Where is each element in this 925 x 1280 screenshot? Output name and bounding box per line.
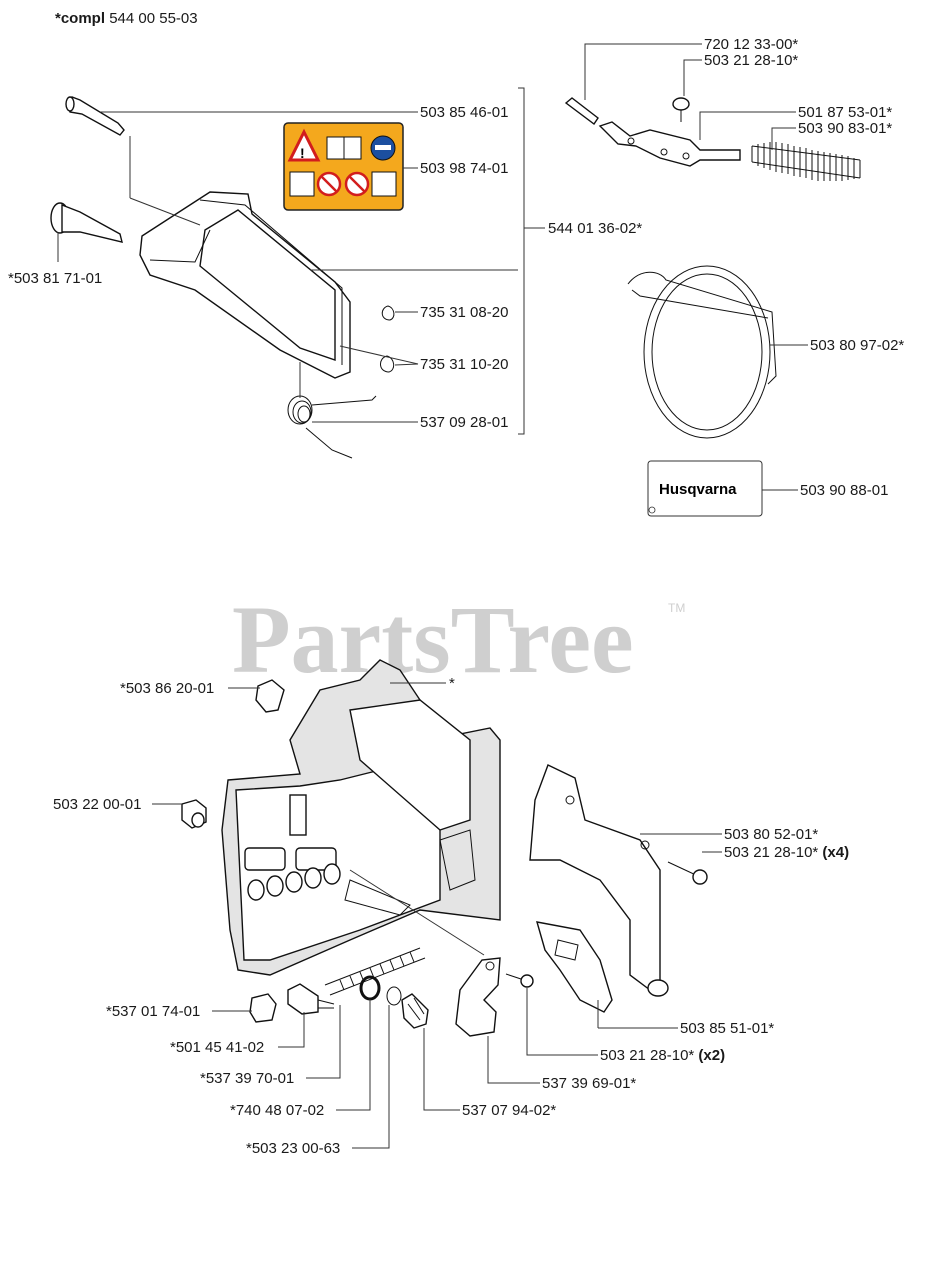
torsion-spring-icon [287, 395, 377, 459]
guard-screw-icon [667, 861, 708, 885]
operator-stance-icon [371, 171, 397, 197]
leader-lines-upper-left [57, 87, 545, 435]
part-number-503-81-71-01[interactable]: *503 81 71-01 [8, 270, 102, 287]
adjuster-screw-icon [249, 947, 426, 1023]
part-number-735-31-10-20[interactable]: 735 31 10-20 [420, 356, 508, 373]
gear-icon [401, 993, 429, 1029]
part-number-503-21-28-10-x4[interactable]: 503 21 28-10* (x4) [724, 844, 849, 861]
part-number-740-48-07-02[interactable]: *740 48 07-02 [230, 1102, 324, 1119]
part-number-537-39-70-01[interactable]: *537 39 70-01 [200, 1070, 294, 1087]
part-number-503-85-51-01[interactable]: 503 85 51-01* [680, 1020, 774, 1037]
bar-stud-bracket-icon [455, 957, 501, 1037]
brake-lever-icon [598, 121, 741, 167]
kickback-icon [289, 171, 315, 197]
pivot-pin-part-icon [50, 202, 123, 243]
safety-decal: ! [283, 122, 404, 211]
part-number-537-01-74-01[interactable]: *537 01 74-01 [106, 1003, 200, 1020]
part-number-503-23-00-63[interactable]: *503 23 00-63 [246, 1140, 340, 1157]
part-number-503-22-00-01[interactable]: 503 22 00-01 [53, 796, 141, 813]
part-number-537-09-28-01[interactable]: 537 09 28-01 [420, 414, 508, 431]
part-number-501-87-53-01[interactable]: 501 87 53-01* [798, 104, 892, 121]
side-guard-icon [529, 764, 669, 997]
oring-icon [359, 975, 381, 1001]
part-number-503-85-46-01[interactable]: 503 85 46-01 [420, 104, 508, 121]
warning-triangle-icon [287, 128, 321, 162]
part-number-503-90-88-01[interactable]: 503 90 88-01 [800, 482, 888, 499]
cover-clip-icon [255, 679, 285, 713]
part-number-503-98-74-01[interactable]: 503 98 74-01 [420, 160, 508, 177]
registration-mark-icon [648, 506, 656, 514]
part-number-501-45-41-02[interactable]: *501 45 41-02 [170, 1039, 264, 1056]
brake-band-icon [627, 265, 777, 439]
bracket-screw-icon [505, 973, 534, 988]
nut-part-icon [181, 799, 207, 829]
part-number-503-90-83-01[interactable]: 503 90 83-01* [798, 120, 892, 137]
part-number-503-86-20-01[interactable]: *503 86 20-01 [120, 680, 214, 697]
clutch-cover-icon [221, 659, 501, 976]
husqvarna-label: Husqvarna [647, 460, 763, 517]
part-number-735-31-08-20[interactable]: 735 31 08-20 [420, 304, 508, 321]
pin-part-icon [65, 96, 125, 136]
leader-lines-upper-right [584, 43, 808, 491]
watermark: PartsTree [232, 586, 634, 693]
deflector-plate-icon [536, 921, 613, 1013]
leader-lines-lower [152, 682, 722, 1149]
part-number-503-80-52-01[interactable]: 503 80 52-01* [724, 826, 818, 843]
chain-brake-handle-icon [139, 191, 351, 379]
part-number-537-07-94-02[interactable]: 537 07 94-02* [462, 1102, 556, 1119]
washer-icon [386, 986, 402, 1006]
compl-label: *compl 544 00 55-03 [55, 10, 198, 27]
part-number-503-21-28-10-x2[interactable]: 503 21 28-10* (x2) [600, 1047, 725, 1064]
brake-pin-icon [564, 97, 599, 126]
part-number-537-39-69-01[interactable]: 537 39 69-01* [542, 1075, 636, 1092]
part-number-503-80-97-02[interactable]: 503 80 97-02* [810, 337, 904, 354]
brand-text: Husqvarna [659, 481, 737, 498]
screw-small-icon [672, 97, 690, 122]
part-number-503-21-28-10-top[interactable]: 503 21 28-10* [704, 52, 798, 69]
watermark-tm: TM [668, 601, 685, 615]
asterisk-marker: * [449, 675, 455, 692]
part-number-720-12-33-00[interactable]: 720 12 33-00* [704, 36, 798, 53]
brake-spring-icon [751, 142, 861, 181]
svg-text:!: ! [300, 145, 305, 161]
clip-part-icon [380, 305, 395, 373]
part-number-544-01-36-02[interactable]: 544 01 36-02* [548, 220, 642, 237]
